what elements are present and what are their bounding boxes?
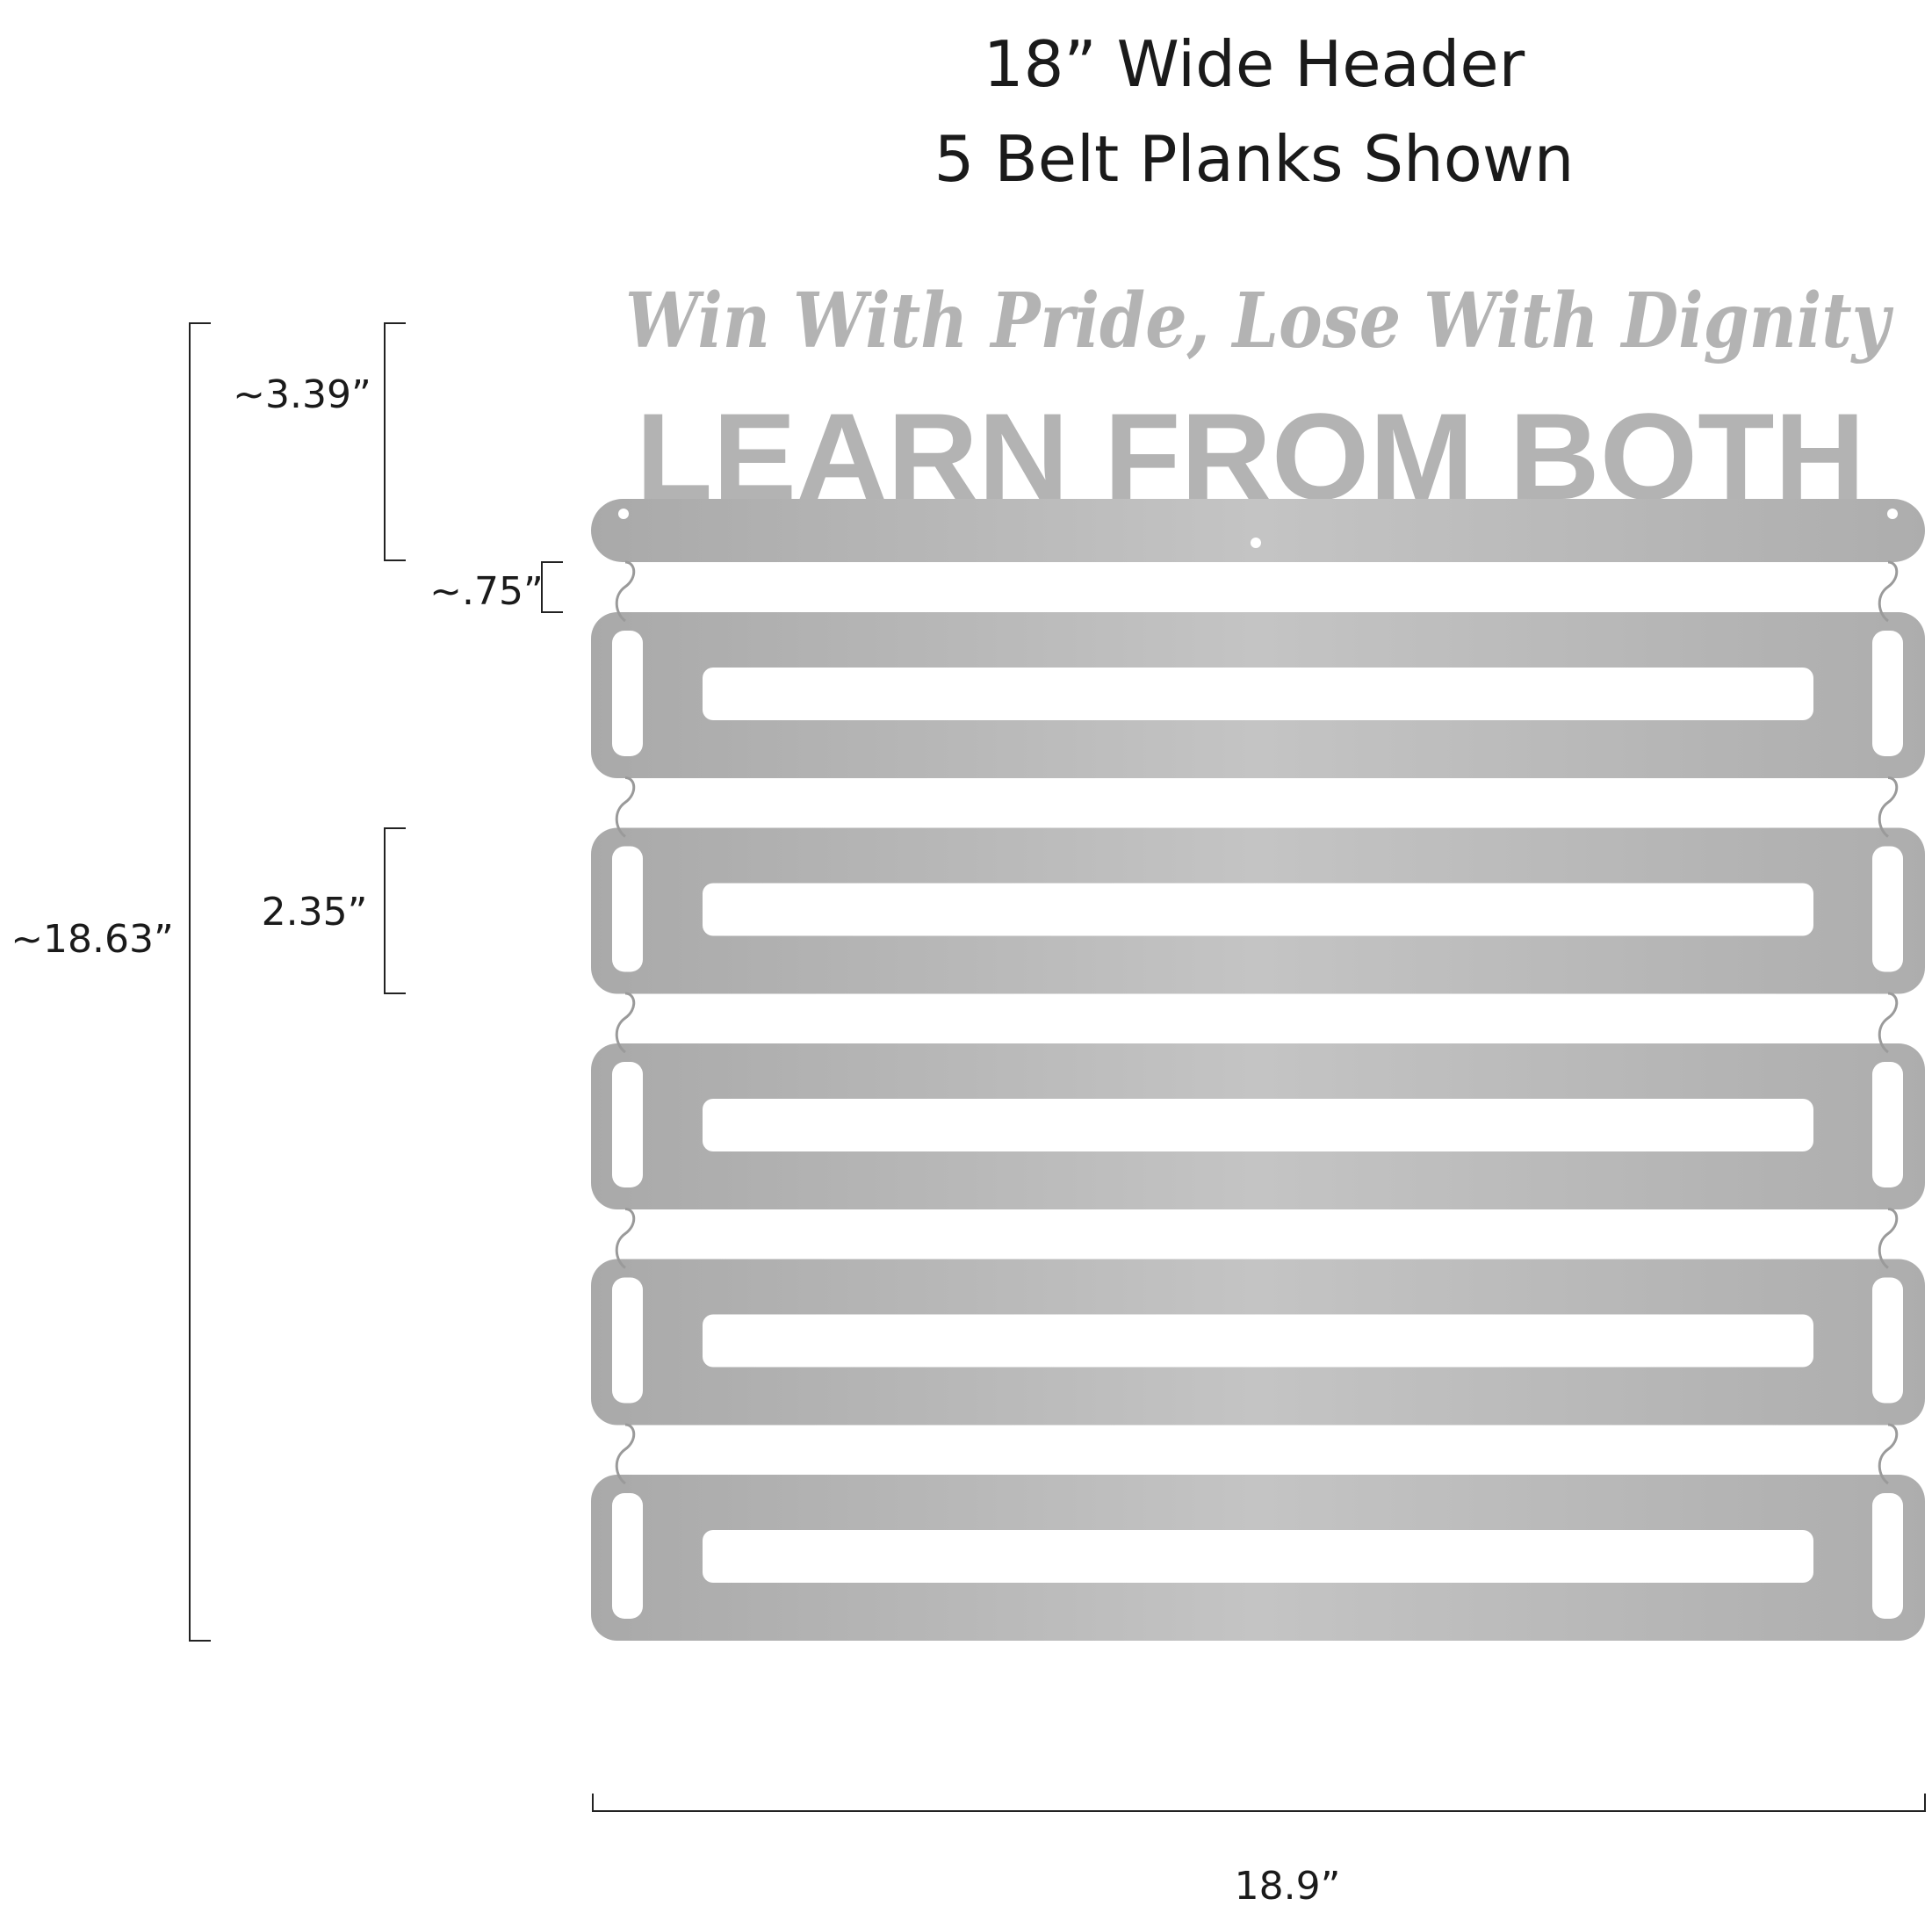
- s-hook-right-icon: [1878, 1208, 1899, 1269]
- s-hook-right-icon: [1878, 992, 1899, 1054]
- s-hook-left-icon: [615, 992, 636, 1054]
- side-slot-right: [1872, 631, 1903, 756]
- header-bar: [591, 499, 1925, 562]
- title-line-1: 18” Wide Header: [984, 27, 1525, 101]
- dimension-header-height: ~3.39”: [233, 322, 406, 561]
- s-hook-left-icon: [615, 776, 636, 838]
- total-height-label: ~18.63”: [11, 917, 174, 962]
- title-line-2: 5 Belt Planks Shown: [934, 122, 1575, 196]
- belt-plank: [591, 1043, 1925, 1209]
- belt-plank: [591, 1475, 1925, 1641]
- plank-height-label: 2.35”: [262, 890, 368, 935]
- s-hook-left-icon: [615, 1423, 636, 1485]
- gap-label: ~.75”: [429, 569, 544, 614]
- side-slot-right: [1872, 1062, 1903, 1187]
- s-hook-right-icon: [1878, 560, 1899, 623]
- side-slot-right: [1872, 1493, 1903, 1619]
- belt-slot: [703, 883, 1813, 936]
- header-sign: Win With Pride, Lose With Dignity LEARN …: [591, 277, 1925, 562]
- belt-slot: [703, 1530, 1813, 1583]
- belt-plank: [591, 612, 1925, 778]
- header-script-text: Win With Pride, Lose With Dignity: [625, 277, 1893, 365]
- dimension-total-height: ~18.63”: [11, 322, 211, 1642]
- dimension-gap: ~.75”: [429, 561, 563, 614]
- side-slot-left: [612, 1493, 643, 1619]
- s-hook-right-icon: [1878, 776, 1899, 838]
- belt-planks: [591, 560, 1925, 1641]
- s-hook-right-icon: [1878, 1423, 1899, 1485]
- belt-slot: [703, 1314, 1813, 1368]
- belt-plank: [591, 1259, 1925, 1426]
- belt-slot: [703, 668, 1813, 720]
- belt-slot: [703, 1099, 1813, 1151]
- belt-plank: [591, 827, 1925, 994]
- side-slot-right: [1872, 846, 1903, 972]
- side-slot-left: [612, 631, 643, 756]
- mount-hole-left: [618, 509, 629, 519]
- side-slot-left: [612, 1277, 643, 1404]
- side-slot-left: [612, 1062, 643, 1187]
- mount-hole-center: [1251, 538, 1261, 548]
- width-label: 18.9”: [1235, 1864, 1341, 1909]
- mount-hole-right: [1887, 509, 1898, 519]
- s-hook-left-icon: [615, 1208, 636, 1269]
- dimension-plank-height: 2.35”: [262, 827, 406, 994]
- side-slot-left: [612, 846, 643, 972]
- s-hook-left-icon: [615, 560, 636, 623]
- side-slot-right: [1872, 1277, 1903, 1404]
- header-height-label: ~3.39”: [233, 372, 371, 417]
- dimension-width: 18.9”: [592, 1794, 1926, 1909]
